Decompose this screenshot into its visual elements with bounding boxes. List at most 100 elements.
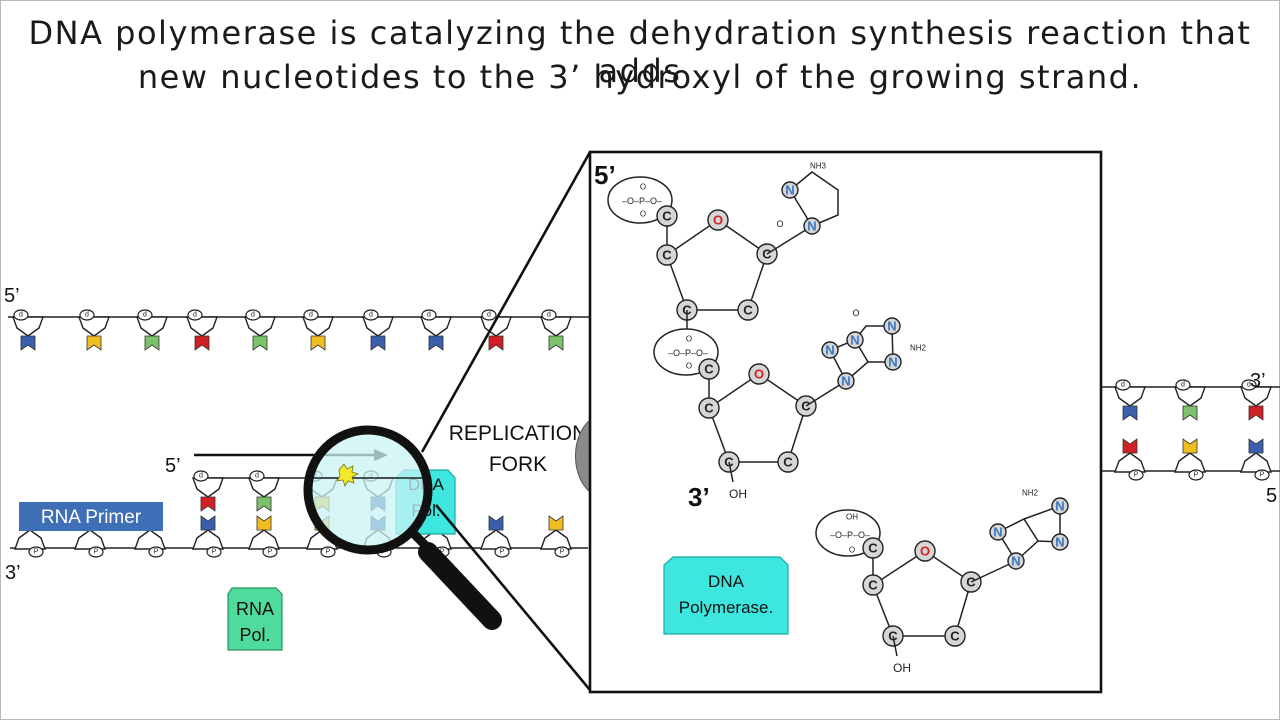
reaction-spark-icon xyxy=(336,463,360,487)
svg-text:O: O xyxy=(754,367,764,382)
replication-fork-line-1: REPLICATION xyxy=(449,422,587,445)
svg-text:N: N xyxy=(785,183,794,198)
carbon-atom: C xyxy=(944,625,966,647)
svg-text:–O–P–O–: –O–P–O– xyxy=(830,530,870,540)
svg-text:C: C xyxy=(662,209,672,224)
svg-text:d: d xyxy=(193,312,197,319)
svg-text:N: N xyxy=(888,355,897,370)
nitrogen-atom: N xyxy=(884,353,902,371)
svg-text:d: d xyxy=(251,312,255,319)
svg-text:–O–P–O–: –O–P–O– xyxy=(622,196,662,206)
svg-text:C: C xyxy=(743,303,753,318)
lagging-3-prime: 3’ xyxy=(5,562,21,584)
base-y xyxy=(256,515,272,531)
svg-text:C: C xyxy=(950,629,960,644)
svg-text:O: O xyxy=(849,546,855,555)
nucleotide: P xyxy=(14,529,46,558)
svg-text:P: P xyxy=(34,549,39,556)
nucleotide: d xyxy=(540,309,572,337)
svg-text:N: N xyxy=(1055,499,1064,514)
svg-text:N: N xyxy=(825,343,834,358)
svg-text:C: C xyxy=(662,248,672,263)
nucleotide: d xyxy=(136,309,168,337)
helicase xyxy=(575,418,591,494)
base-g xyxy=(252,335,268,351)
carbon-atom: C xyxy=(656,205,678,227)
carbon-atom: C xyxy=(777,451,799,473)
carbon-atom: C xyxy=(737,299,759,321)
svg-text:C: C xyxy=(868,541,878,556)
nucleotide: P xyxy=(306,529,338,558)
nucleotide: d xyxy=(1114,379,1146,407)
carbon-atom: C xyxy=(698,397,720,419)
svg-text:O: O xyxy=(686,362,692,371)
svg-text:O: O xyxy=(852,308,859,318)
svg-text:d: d xyxy=(487,312,491,319)
svg-text:P: P xyxy=(1260,472,1265,479)
svg-text:P: P xyxy=(268,549,273,556)
svg-text:P: P xyxy=(154,549,159,556)
svg-text:NH3: NH3 xyxy=(810,162,827,171)
nucleotide: d xyxy=(362,309,394,337)
base-b xyxy=(370,335,386,351)
carbon-atom: C xyxy=(656,244,678,266)
base-r xyxy=(194,335,210,351)
nucleotide: P xyxy=(480,529,512,558)
nitrogen-atom: N xyxy=(989,523,1007,541)
svg-text:NH2: NH2 xyxy=(910,344,927,353)
rna-primer-label: RNA Primer xyxy=(41,507,142,528)
svg-text:OH: OH xyxy=(846,513,858,522)
oxygen-atom: O xyxy=(707,209,729,231)
oxygen-atom: O xyxy=(914,540,936,562)
zoom-line-bottom xyxy=(435,504,591,691)
base-g xyxy=(144,335,160,351)
svg-text:O: O xyxy=(686,335,692,344)
nucleotide: d xyxy=(248,470,280,498)
svg-text:N: N xyxy=(993,525,1002,540)
nitrogen-atom: N xyxy=(1051,497,1069,515)
svg-text:–O–P–O–: –O–P–O– xyxy=(668,348,708,358)
nucleotide: d xyxy=(186,309,218,337)
base-r xyxy=(1248,405,1264,421)
phosphate-group: –O–P–O–OO xyxy=(607,176,673,224)
nucleotide: P xyxy=(192,529,224,558)
base-y xyxy=(310,335,326,351)
dna-polymerase-large: DNA Polymerase. xyxy=(663,556,789,635)
base-b xyxy=(428,335,444,351)
magnifying-glass-icon xyxy=(303,425,502,630)
rna-pol-line-1: RNA xyxy=(236,599,274,619)
svg-text:C: C xyxy=(868,578,878,593)
nitrogen-atom: N xyxy=(846,331,864,349)
nitrogen-atom: N xyxy=(1051,533,1069,551)
caption-line-1: DNA polymerase is catalyzing the dehydra… xyxy=(28,14,1252,90)
nucleotide: P xyxy=(134,529,166,558)
right-3-prime: 3’ xyxy=(1250,370,1266,392)
nucleotide: d xyxy=(480,309,512,337)
nitrogen-atom: N xyxy=(803,217,821,235)
svg-text:P: P xyxy=(1194,472,1199,479)
nucleotide: P xyxy=(420,529,452,558)
nucleotide: d xyxy=(244,309,276,337)
svg-text:P: P xyxy=(212,549,217,556)
svg-text:C: C xyxy=(783,455,793,470)
oxygen-atom: O xyxy=(748,363,770,385)
svg-text:d: d xyxy=(255,473,259,480)
svg-text:d: d xyxy=(427,312,431,319)
svg-text:OH: OH xyxy=(893,661,911,675)
nucleotide: P xyxy=(1174,452,1206,481)
svg-text:O: O xyxy=(920,544,930,559)
nucleotide: d xyxy=(12,309,44,337)
svg-text:N: N xyxy=(841,374,850,389)
base-r xyxy=(488,335,504,351)
zoom-5-prime: 5’ xyxy=(594,160,616,190)
svg-text:O: O xyxy=(776,219,783,229)
zoom-3-prime: 3’ xyxy=(688,482,710,512)
rna-primer: RNA Primer xyxy=(19,502,163,531)
caption-line-2: new nucleotides to the 3’ hydroxyl of th… xyxy=(137,58,1143,96)
nucleotide: d xyxy=(1240,379,1272,407)
svg-text:C: C xyxy=(704,362,714,377)
nucleotide: d xyxy=(1174,379,1206,407)
svg-text:P: P xyxy=(1134,472,1139,479)
